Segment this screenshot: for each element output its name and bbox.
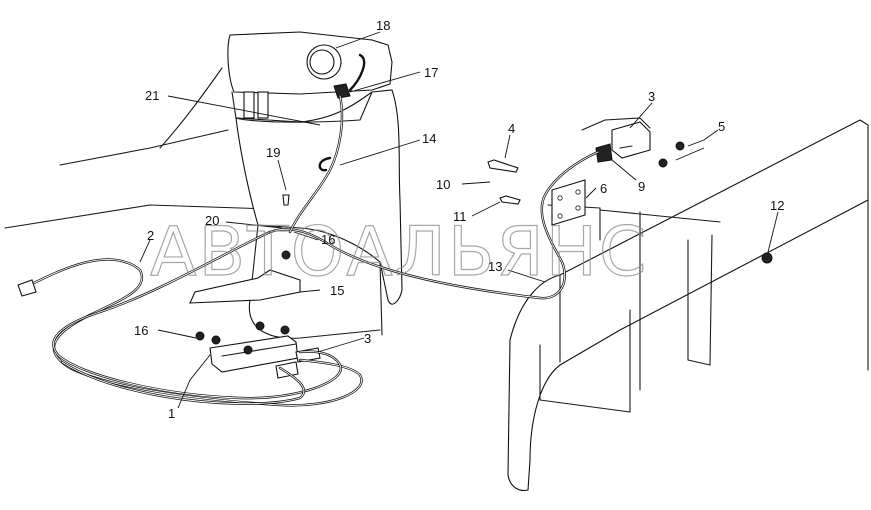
distributor-block — [195, 321, 321, 379]
callout-5: 5 — [718, 119, 725, 134]
callout-14: 14 — [422, 131, 436, 146]
callout-labels: 1 2 3 3 4 5 6 9 10 11 12 13 14 15 16 16 … — [134, 18, 784, 421]
leader-lines — [139, 31, 779, 409]
mounting-bracket — [189, 250, 301, 304]
callout-19: 19 — [266, 145, 280, 160]
callout-9: 9 — [638, 179, 645, 194]
washer-hoses — [28, 53, 600, 407]
washer-reservoir — [227, 31, 393, 123]
callout-15: 15 — [330, 283, 344, 298]
callout-4: 4 — [508, 121, 515, 136]
callout-20: 20 — [205, 213, 219, 228]
callout-6: 6 — [600, 181, 607, 196]
callout-12: 12 — [770, 198, 784, 213]
nozzle-end — [17, 279, 37, 297]
bolts — [282, 159, 773, 264]
cab-floor-outline — [4, 67, 301, 229]
callout-13: 13 — [488, 259, 502, 274]
callout-17: 17 — [424, 65, 438, 80]
callout-21: 21 — [145, 88, 159, 103]
callout-10: 10 — [436, 177, 450, 192]
callout-16-lower: 16 — [134, 323, 148, 338]
callout-3-upper: 3 — [648, 89, 655, 104]
upper-bracket — [581, 117, 685, 168]
bracket-plate — [551, 179, 586, 226]
callout-16-upper: 16 — [321, 232, 335, 247]
callout-11: 11 — [453, 209, 467, 224]
console-body — [235, 89, 403, 339]
callout-2: 2 — [147, 228, 154, 243]
callout-18: 18 — [376, 18, 390, 33]
callout-1: 1 — [168, 406, 175, 421]
callout-3-lower: 3 — [364, 331, 371, 346]
watermark-text: АВТОАЛЬЯНС — [150, 213, 648, 292]
